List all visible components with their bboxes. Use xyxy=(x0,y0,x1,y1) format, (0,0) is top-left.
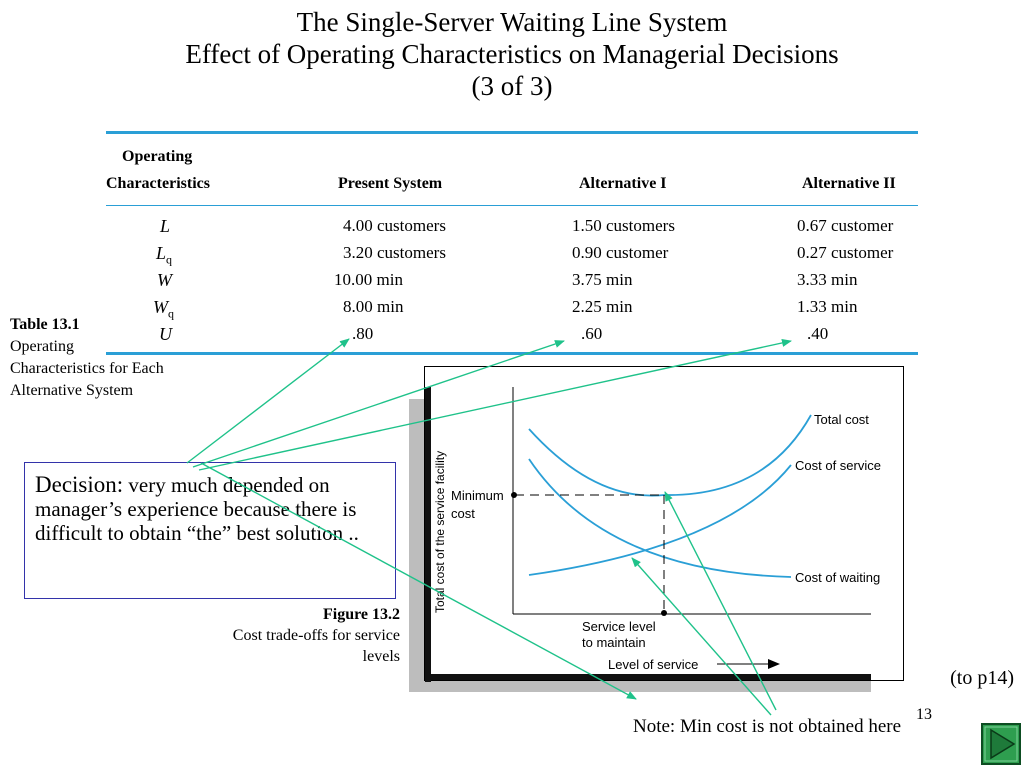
table-caption-line1: Operating xyxy=(10,338,74,355)
note-text: Note: Min cost is not obtained here xyxy=(633,716,902,737)
cell-alt1: 2.25 min xyxy=(572,297,633,316)
cost-of-service-label: Cost of service xyxy=(795,458,881,473)
page-number: 13 xyxy=(916,706,932,723)
figure-caption-line1: Cost trade-offs for service xyxy=(232,627,400,644)
total-cost-curve xyxy=(528,414,812,497)
row-symbol: Lq xyxy=(156,243,173,267)
decision-textbox: Decision: very much depended on manager’… xyxy=(24,462,396,599)
header-alternative-2: Alternative II xyxy=(802,175,896,192)
level-of-service-arrowhead xyxy=(768,659,780,669)
total-cost-label: Total cost xyxy=(814,412,869,427)
cell-present: 4.00 customers xyxy=(343,216,446,235)
figure-x-axis-label: Level of service xyxy=(608,657,699,672)
cell-alt2: 3.33 min xyxy=(797,270,858,289)
cell-present: 8.00 min xyxy=(343,297,404,316)
decision-lead: Decision: xyxy=(35,472,124,497)
service-level-label-line2: to maintain xyxy=(582,635,646,650)
arrow-to-present-u xyxy=(186,338,350,464)
row-symbol: L xyxy=(160,216,171,236)
table-top-rule xyxy=(106,131,918,134)
cell-alt1: 0.90 customer xyxy=(572,243,669,262)
header-col1-line1: Operating xyxy=(122,148,193,165)
cell-present: .80 xyxy=(352,324,374,343)
row-symbol: W xyxy=(157,270,172,290)
cell-alt2: 0.67 customer xyxy=(797,216,894,235)
table-bottom-rule xyxy=(106,352,918,355)
row-symbol: Wq xyxy=(153,297,174,321)
cell-present: 10.00 min xyxy=(334,270,403,289)
header-col1-line2: Characteristics xyxy=(106,175,210,192)
cell-alt1: 3.75 min xyxy=(572,270,633,289)
table-caption-label: Table 13.1 xyxy=(10,316,80,333)
cell-present: 3.20 customers xyxy=(343,243,446,262)
table-caption-line3: Alternative System xyxy=(10,382,134,399)
cell-alt1: 1.50 customers xyxy=(572,216,675,235)
min-cost-label-line2: cost xyxy=(451,506,475,521)
next-slide-button[interactable] xyxy=(981,723,1021,765)
figure-y-axis-label: Total cost of the service facility xyxy=(433,450,447,613)
play-triangle-icon xyxy=(981,723,1021,765)
cost-of-waiting-label: Cost of waiting xyxy=(795,570,881,585)
table-caption-line2: Characteristics for Each xyxy=(10,360,164,377)
header-alternative-1: Alternative I xyxy=(579,175,667,192)
figure-caption-label: Figure 13.2 xyxy=(322,606,400,623)
row-symbol: U xyxy=(159,324,172,344)
figure-caption: Figure 13.2 Cost trade-offs for service … xyxy=(180,604,400,667)
to-page-14-link[interactable]: (to p14) xyxy=(950,667,1014,689)
min-cost-label-line1: Minimum xyxy=(451,488,504,503)
cost-of-service-curve xyxy=(528,464,792,576)
cell-alt2: 0.27 customer xyxy=(797,243,894,262)
figure-caption-line2: levels xyxy=(362,648,400,665)
cell-alt1: .60 xyxy=(581,324,603,343)
cell-alt2: 1.33 min xyxy=(797,297,858,316)
cell-alt2: .40 xyxy=(807,324,829,343)
service-level-dot xyxy=(661,610,667,616)
min-cost-dot xyxy=(511,492,517,498)
title-line-3: (3 of 3) xyxy=(471,71,553,101)
title-line-2: Effect of Operating Characteristics on M… xyxy=(185,39,839,69)
table-caption: Table 13.1 Operating Characteristics for… xyxy=(10,314,210,402)
service-level-label-line1: Service level xyxy=(582,619,656,634)
title-line-1: The Single-Server Waiting Line System xyxy=(296,7,728,37)
header-present-system: Present System xyxy=(338,175,443,192)
cost-tradeoff-figure: Total cost of the service facility Minim… xyxy=(424,366,904,682)
slide-title: The Single-Server Waiting Line System Ef… xyxy=(0,6,1024,102)
table-header-rule xyxy=(106,205,918,206)
